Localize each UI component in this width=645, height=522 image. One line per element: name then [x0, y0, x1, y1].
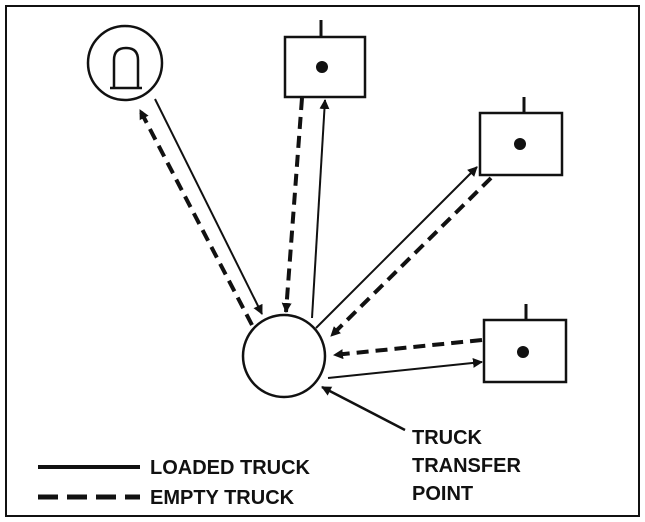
truck-icon — [514, 138, 526, 150]
legend-empty-label: EMPTY TRUCK — [150, 487, 295, 509]
route-tunnel-loaded — [154, 98, 263, 315]
tunnel-icon — [110, 46, 142, 90]
transfer-point-label-line2: TRANSFER — [412, 455, 521, 477]
tunnel-circle — [86, 24, 164, 102]
route-top-empty — [281, 97, 304, 313]
truck-box — [482, 318, 568, 384]
diagram-frame — [5, 5, 640, 517]
truck-icon — [316, 61, 328, 73]
transfer-point-label-line1: TRUCK — [412, 427, 483, 449]
transfer-point-circle — [241, 313, 327, 399]
route-top-loaded — [311, 99, 330, 319]
route-lower-empty — [333, 338, 483, 360]
route-tunnel-empty — [138, 109, 254, 326]
truck-lower-right — [482, 304, 568, 384]
transfer-point-label-line3: POINT — [412, 483, 473, 505]
route-right-loaded — [315, 166, 478, 329]
legend: LOADED TRUCK EMPTY TRUCK — [38, 457, 311, 509]
legend-loaded-label: LOADED TRUCK — [150, 457, 311, 479]
truck-right — [478, 97, 564, 177]
truck-top — [283, 20, 367, 99]
route-right-empty — [329, 176, 493, 338]
transfer-point-pointer — [321, 385, 406, 432]
truck-icon — [517, 346, 529, 358]
tunnel-node — [86, 24, 164, 102]
route-lower-loaded — [327, 357, 483, 379]
